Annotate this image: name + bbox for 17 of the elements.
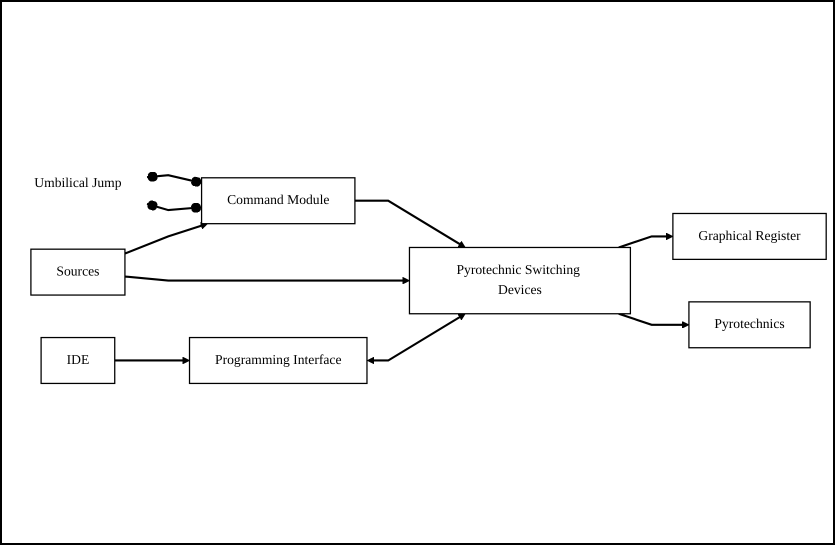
- connector: [146, 200, 202, 214]
- node-box: IDE: [40, 337, 116, 384]
- arrow: [124, 276, 410, 285]
- connector: [146, 172, 202, 188]
- node-text: Umbilical Jump: [34, 176, 122, 191]
- arrow: [354, 200, 466, 248]
- node-box: Graphical Register: [672, 213, 827, 260]
- node-box: Sources: [30, 248, 126, 296]
- node-box: Programming Interface: [188, 337, 368, 384]
- node-box: Pyrotechnic Switching Devices: [408, 247, 632, 315]
- arrow: [618, 313, 690, 329]
- arrow: [366, 314, 466, 365]
- node-box: Command Module: [200, 178, 356, 225]
- arrow: [124, 222, 208, 255]
- node-box: Pyrotechnics: [688, 302, 811, 349]
- arrow: [114, 357, 190, 365]
- arrow: [618, 233, 674, 249]
